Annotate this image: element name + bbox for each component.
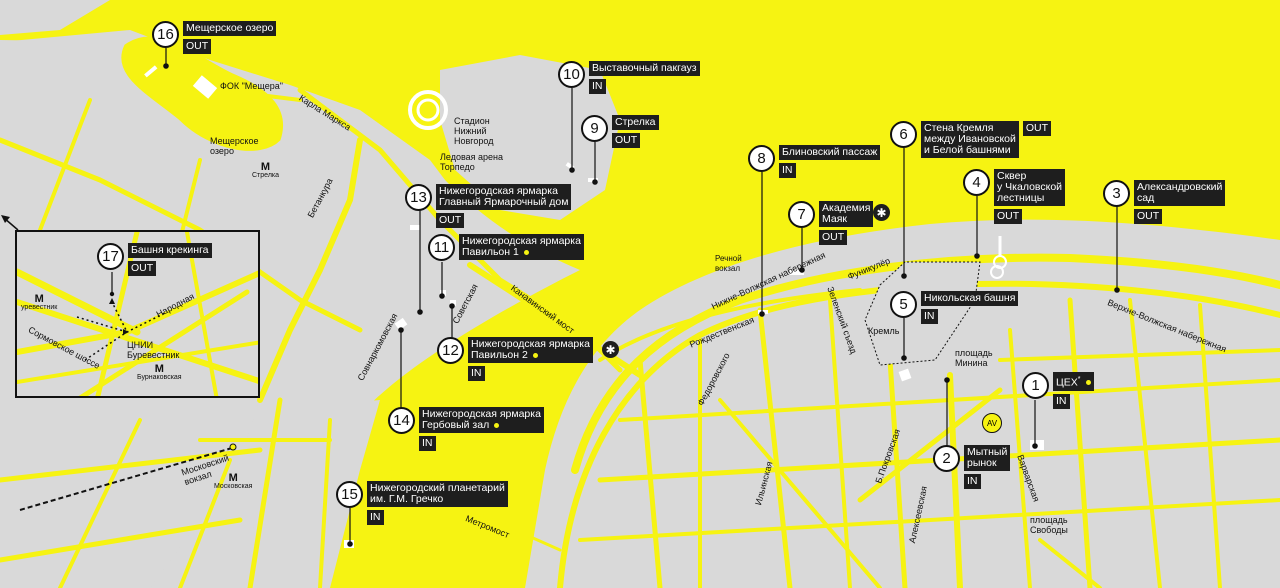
marker-10[interactable]: 10 Выставочный пакгауз IN [558, 61, 700, 94]
marker-1[interactable]: 1 ЦЕХ* IN [1022, 372, 1094, 409]
marker-14[interactable]: 14 Нижегородская ярмарка Гербовый зал IN [388, 407, 544, 451]
marker-3[interactable]: 3 Александровский сад OUT [1103, 180, 1226, 224]
marker-name: Сквер у Чкаловской лестницы [994, 169, 1066, 206]
marker-name: ЦЕХ* [1053, 372, 1094, 391]
marker-number[interactable]: 17 [97, 243, 124, 270]
metro-icon: М [260, 161, 271, 173]
marker-7[interactable]: 7 Академия Маяк OUT [788, 201, 874, 245]
star-icon: ✱ [602, 341, 619, 358]
marker-number[interactable]: 13 [405, 184, 432, 211]
marker-2[interactable]: 2 Мытный рынок IN [933, 445, 1011, 489]
av-badge: AV [982, 413, 1002, 433]
marker-name: Никольская башня [921, 291, 1019, 306]
marker-16[interactable]: 16 Мещерское озеро OUT [152, 21, 277, 54]
marker-name: Нижегородская ярмарка Главный Ярмарочный… [436, 184, 572, 210]
marker-tag: IN [921, 309, 938, 324]
marker-8[interactable]: 8 Блиновский пассаж IN [748, 145, 881, 178]
place-kremlin: Кремль [868, 326, 900, 336]
marker-name: Блиновский пассаж [779, 145, 881, 160]
marker-tag: OUT [436, 213, 465, 228]
marker-tag: IN [779, 163, 796, 178]
marker-15[interactable]: 15 Нижегородский планетарий им. Г.М. Гре… [336, 481, 508, 525]
marker-name: Нижегородская ярмарка Павильон 2 [468, 337, 593, 363]
marker-tag: IN [367, 510, 384, 525]
marker-number[interactable]: 6 [890, 121, 917, 148]
place-svobody-square: площадь Свободы [1030, 515, 1068, 535]
marker-number[interactable]: 15 [336, 481, 363, 508]
dot-icon [1085, 380, 1091, 386]
marker-number[interactable]: 11 [428, 234, 455, 261]
marker-name: Академия Маяк [819, 201, 874, 227]
marker-tag: OUT [994, 209, 1023, 224]
marker-tag: OUT [1022, 121, 1052, 136]
marker-name: Нижегородская ярмарка Гербовый зал [419, 407, 544, 433]
place-river-station: Речной вокзал [715, 254, 742, 273]
marker-12[interactable]: 12 Нижегородская ярмарка Павильон 2 IN [437, 337, 593, 381]
marker-name: Выставочный пакгауз [589, 61, 700, 76]
marker-number[interactable]: 5 [890, 291, 917, 318]
marker-11[interactable]: 11 Нижегородская ярмарка Павильон 1 [428, 234, 584, 261]
dot-icon [494, 422, 500, 428]
marker-13[interactable]: 13 Нижегородская ярмарка Главный Ярмароч… [405, 184, 572, 228]
star-icon: ✱ [873, 204, 890, 221]
marker-number[interactable]: 2 [933, 445, 960, 472]
marker-number[interactable]: 1 [1022, 372, 1049, 399]
marker-17[interactable]: 17 Башня крекинга OUT [97, 243, 212, 276]
marker-name: Мещерское озеро [183, 21, 277, 36]
marker-number[interactable]: 16 [152, 21, 179, 48]
marker-name: Башня крекинга [128, 243, 212, 258]
marker-9[interactable]: 9 Стрелка OUT [581, 115, 659, 148]
marker-name: Стена Кремля между Ивановской и Белой ба… [921, 121, 1019, 158]
marker-tag: IN [589, 79, 606, 94]
place-minin-square: площадь Минина [955, 348, 993, 368]
dot-icon [532, 352, 538, 358]
metro-icon: М [34, 293, 44, 305]
metro-icon: М [154, 363, 164, 375]
marker-tag: IN [1053, 393, 1070, 409]
marker-tag: OUT [128, 261, 157, 276]
place-meshchera-lake: Мещерское озеро [210, 136, 259, 156]
marker-tag: OUT [1134, 209, 1163, 224]
place-tsnii: ЦНИИ Буревестник [127, 340, 180, 360]
marker-name: Александровский сад [1134, 180, 1226, 206]
marker-number[interactable]: 12 [437, 337, 464, 364]
metro-icon: М [228, 472, 238, 484]
marker-number[interactable]: 14 [388, 407, 415, 434]
marker-tag: OUT [612, 133, 641, 148]
marker-number[interactable]: 8 [748, 145, 775, 172]
marker-number[interactable]: 10 [558, 61, 585, 88]
marker-tag: IN [419, 436, 436, 451]
marker-number[interactable]: 7 [788, 201, 815, 228]
marker-tag: IN [964, 474, 981, 489]
marker-number[interactable]: 3 [1103, 180, 1130, 207]
place-fok: ФОК "Мещера" [220, 81, 283, 91]
marker-name: Стрелка [612, 115, 659, 130]
place-stadium: Стадион Нижний Новгород [454, 116, 494, 146]
marker-number[interactable]: 9 [581, 115, 608, 142]
marker-5[interactable]: 5 Никольская башня IN [890, 291, 1019, 324]
marker-4[interactable]: 4 Сквер у Чкаловской лестницы OUT [963, 169, 1066, 224]
marker-6[interactable]: 6 Стена Кремля между Ивановской и Белой … [890, 121, 1052, 158]
marker-name: Мытный рынок [964, 445, 1011, 471]
marker-tag: IN [468, 366, 485, 381]
marker-name: Нижегородская ярмарка Павильон 1 [459, 234, 584, 260]
marker-number[interactable]: 4 [963, 169, 990, 196]
marker-name: Нижегородский планетарий им. Г.М. Гречко [367, 481, 508, 507]
dot-icon [523, 249, 529, 255]
marker-tag: OUT [183, 39, 212, 54]
marker-tag: OUT [819, 230, 848, 245]
inset-base [17, 232, 258, 396]
place-arena: Ледовая арена Торпедо [440, 152, 504, 172]
